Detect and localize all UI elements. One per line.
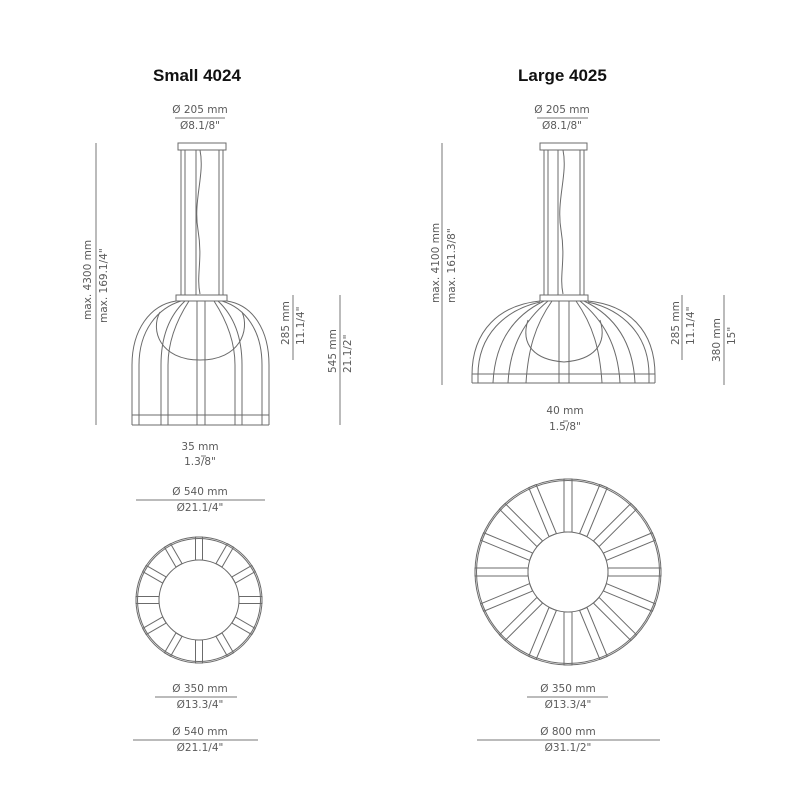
large-bar-width-mm: 40 mm [546,405,584,417]
large-model-title: Large 4025 [518,66,607,85]
small-inner-diameter-inch: Ø13.3/4" [176,699,224,711]
small-shade-height-mm: 285 mm [280,301,292,345]
small-bar-width-inch: 1.3/8" [184,456,216,468]
large-total-height-mm: 380 mm [711,318,723,362]
large-max-height-inch: max. 161.3/8" [446,228,458,303]
large-outer-diameter-inch: Ø31.1/2" [544,742,592,754]
large-shade-height-inch: 11.1/4" [685,306,697,345]
small-max-height-inch: max. 169.1/4" [98,248,110,323]
large-total-height-inch: 15" [726,326,738,345]
small-total-height-mm: 545 mm [327,329,339,373]
small-canopy-diameter-inch: Ø8.1/8" [179,120,220,132]
small-plan-drawing [135,536,263,664]
large-max-height-mm: max. 4100 mm [430,222,442,303]
small-max-height-mm: max. 4300 mm [82,239,94,320]
large-elevation-drawing [471,142,656,384]
small-elevation-diameter-mm: Ø 540 mm [172,486,228,498]
small-outer-diameter-mm: Ø 540 mm [172,726,228,738]
large-shade-height-mm: 285 mm [670,301,682,345]
small-inner-diameter-mm: Ø 350 mm [172,683,228,695]
large-bar-width-inch: 1.5/8" [549,421,581,433]
dimension-lines [95,117,725,741]
small-outer-diameter-inch: Ø21.1/4" [176,742,224,754]
large-canopy-diameter-inch: Ø8.1/8" [541,120,582,132]
large-outer-diameter-mm: Ø 800 mm [540,726,596,738]
large-inner-diameter-mm: Ø 350 mm [540,683,596,695]
small-elevation-diameter-inch: Ø21.1/4" [176,502,224,514]
small-total-height-inch: 21.1/2" [342,334,354,373]
small-bar-width-mm: 35 mm [181,441,219,453]
large-plan-drawing [474,478,662,666]
small-model-title: Small 4024 [153,66,241,85]
small-canopy-diameter-mm: Ø 205 mm [172,104,228,116]
large-inner-diameter-inch: Ø13.3/4" [544,699,592,711]
small-shade-height-inch: 11.1/4" [295,306,307,345]
small-elevation-drawing [131,142,270,426]
large-canopy-diameter-mm: Ø 205 mm [534,104,590,116]
